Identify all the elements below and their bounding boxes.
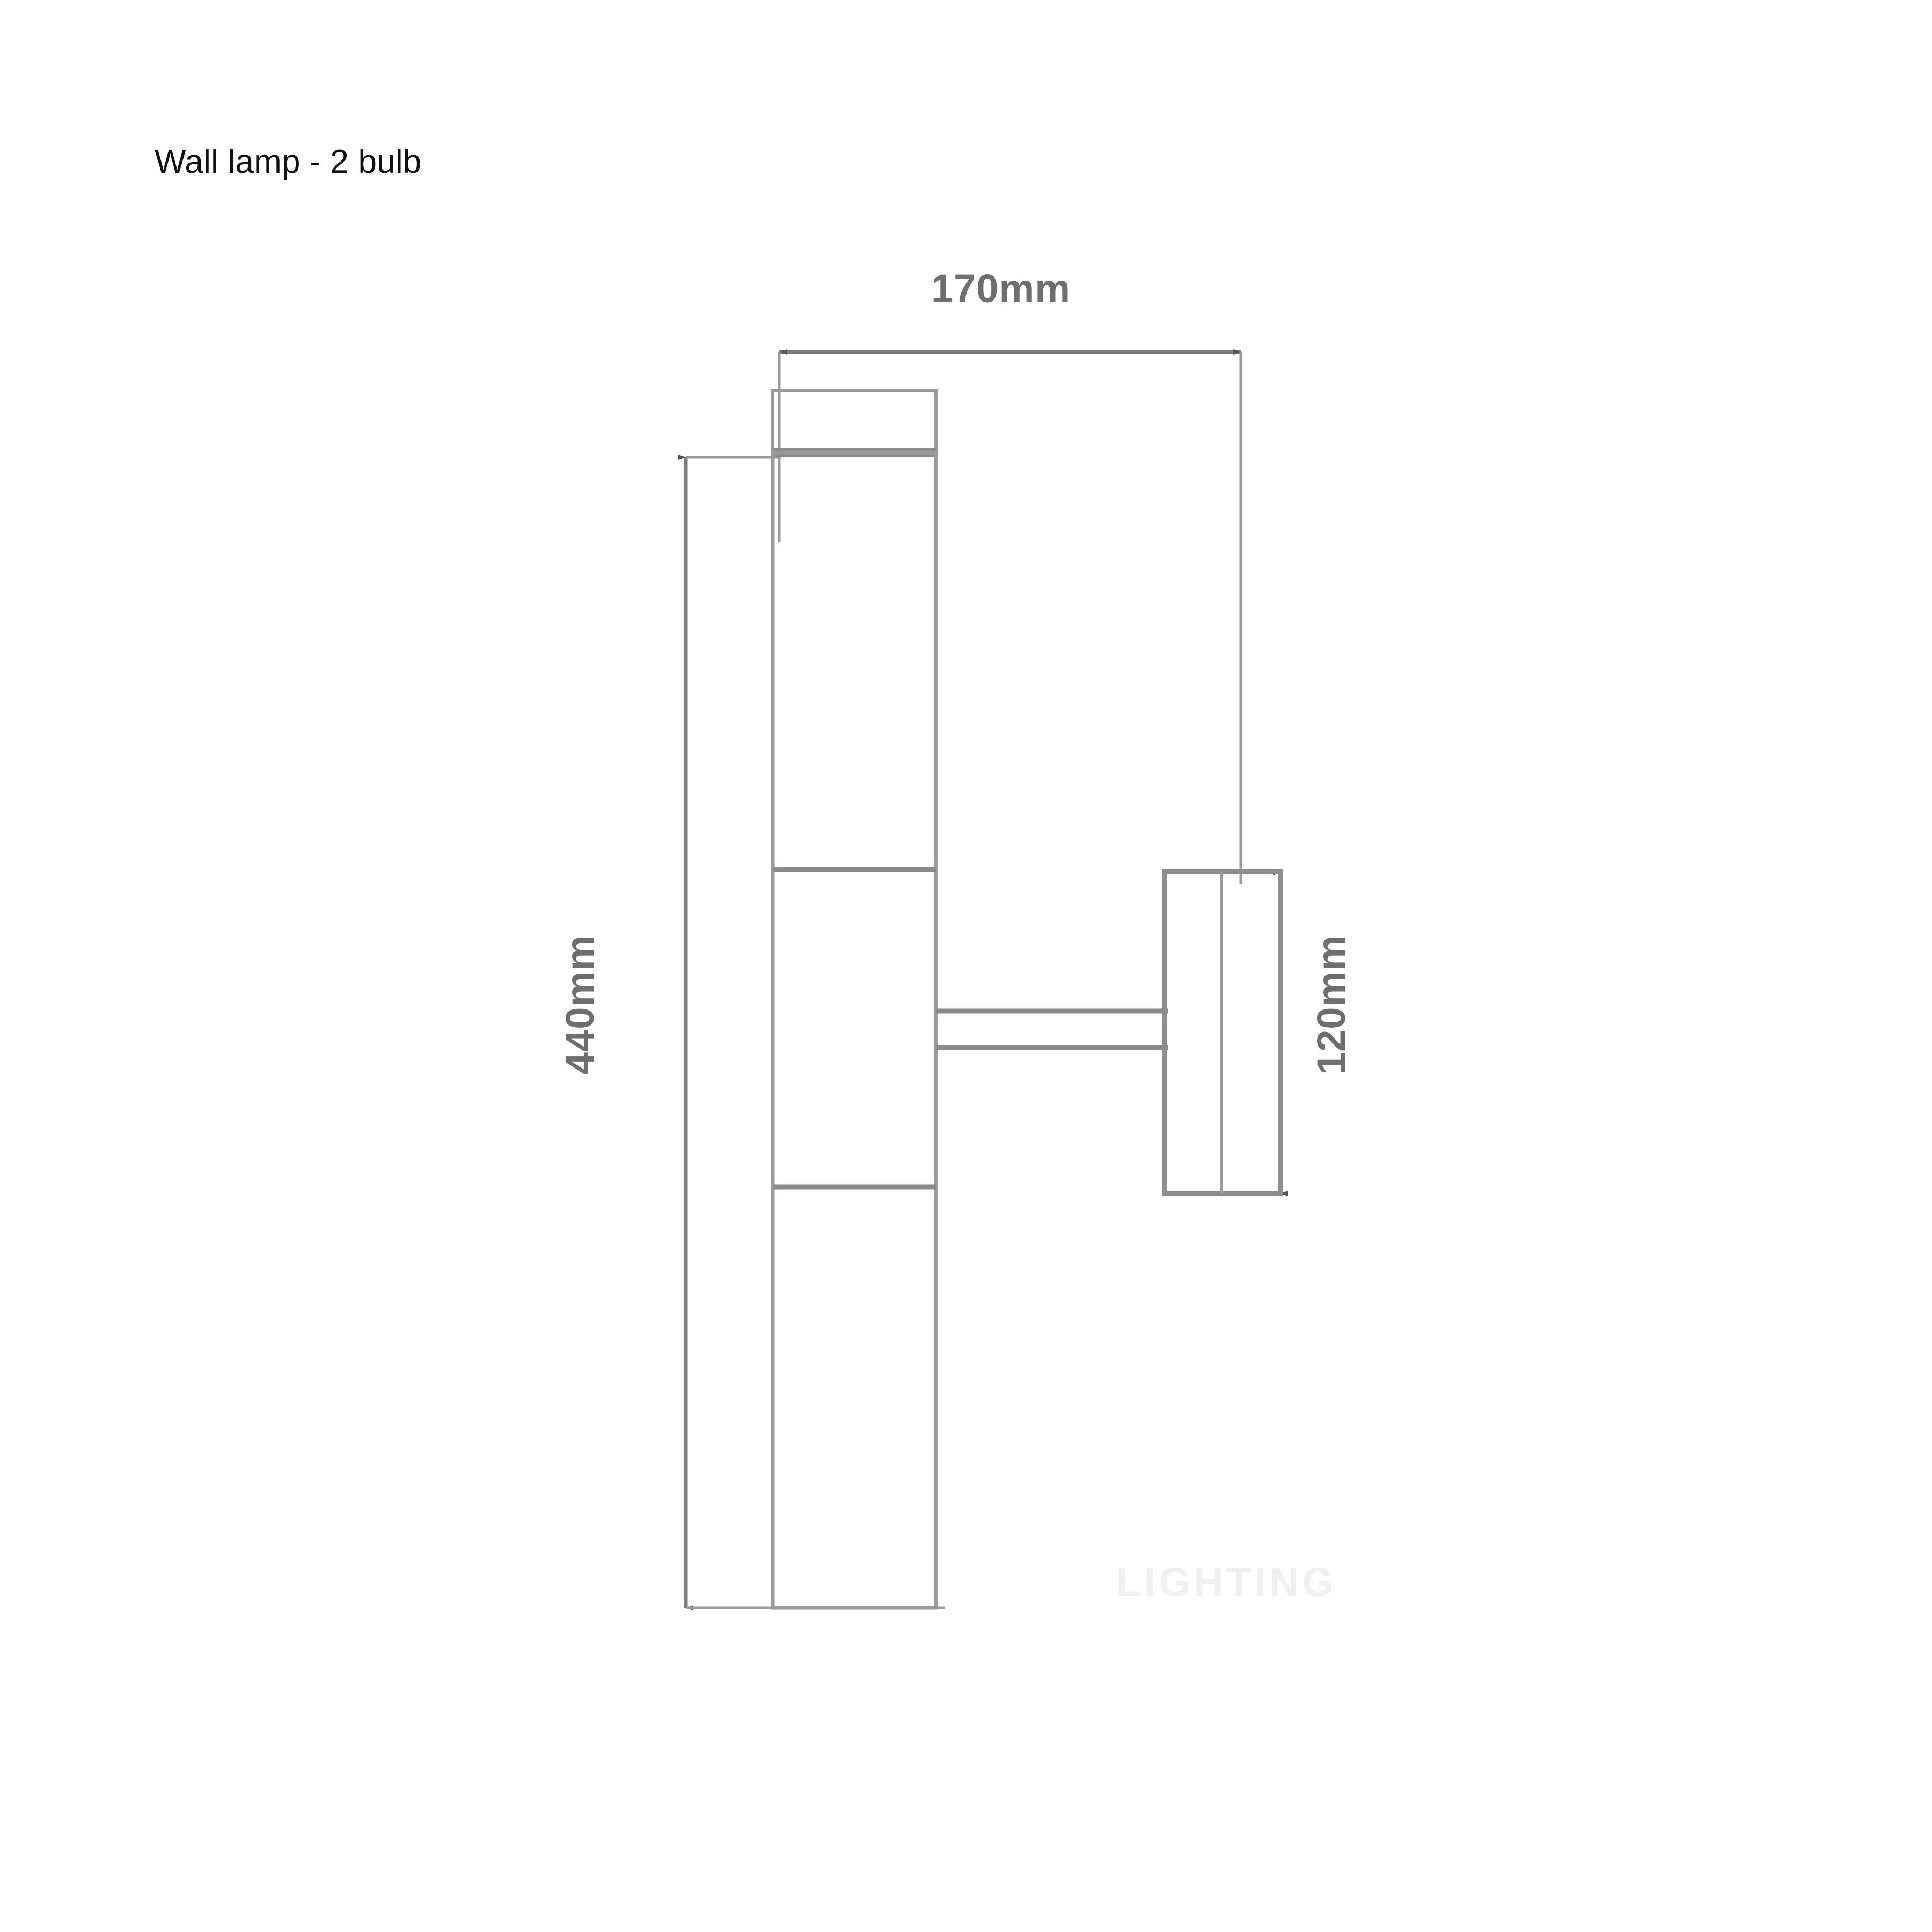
dimension-170mm xyxy=(778,349,1242,884)
page-title: Wall lamp - 2 bulb xyxy=(155,143,422,180)
mounting-arm xyxy=(936,1008,1168,1050)
lamp-body xyxy=(771,389,938,1610)
top-cap xyxy=(771,389,938,452)
dimension-label-440mm: 440mm xyxy=(558,935,602,1075)
dimension-label-120mm: 120mm xyxy=(1309,935,1353,1075)
watermark-text: LIGHTING xyxy=(1116,1560,1337,1605)
dimension-440mm xyxy=(678,455,945,1611)
body-outline xyxy=(771,450,938,1610)
wall-plate xyxy=(1162,869,1283,1196)
dimension-label-170mm: 170mm xyxy=(931,266,1071,311)
